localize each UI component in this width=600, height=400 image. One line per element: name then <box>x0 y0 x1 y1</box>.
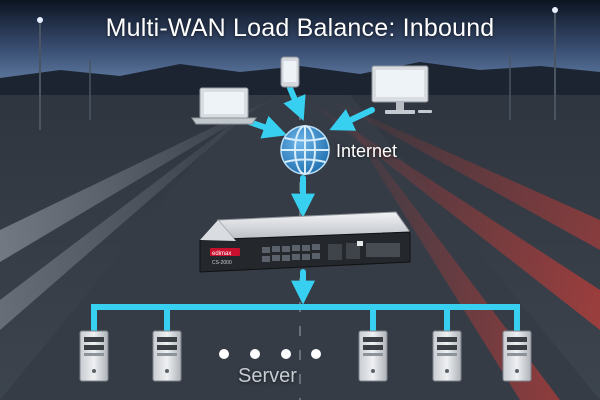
device-model-text: CS-2000 <box>212 260 232 266</box>
server-bus-line <box>91 304 520 334</box>
brand-badge <box>210 248 240 256</box>
server-tower-icon <box>432 330 462 382</box>
server-tower-icon <box>79 330 109 382</box>
internet-label: Internet <box>336 141 398 161</box>
server-label: Server <box>238 365 297 387</box>
servers-group <box>79 330 532 382</box>
phone-to-internet-arrow <box>283 85 306 121</box>
connector-lines <box>91 85 520 334</box>
router-appliance-icon: edimax CS-2000 <box>199 211 411 273</box>
server-tower-icon <box>502 330 532 382</box>
diagram-title: Multi-WAN Load Balance: Inbound <box>105 14 495 42</box>
monitor-to-internet-arrow <box>329 107 375 131</box>
server-tower-icon <box>358 330 388 382</box>
desktop-monitor-icon <box>371 65 432 114</box>
smartphone-icon <box>280 56 300 88</box>
laptop-icon <box>191 87 257 125</box>
ellipsis-dots <box>219 349 321 359</box>
device-brand-text: edimax <box>212 251 231 257</box>
server-tower-icon <box>152 330 182 382</box>
globe-icon <box>280 125 330 175</box>
